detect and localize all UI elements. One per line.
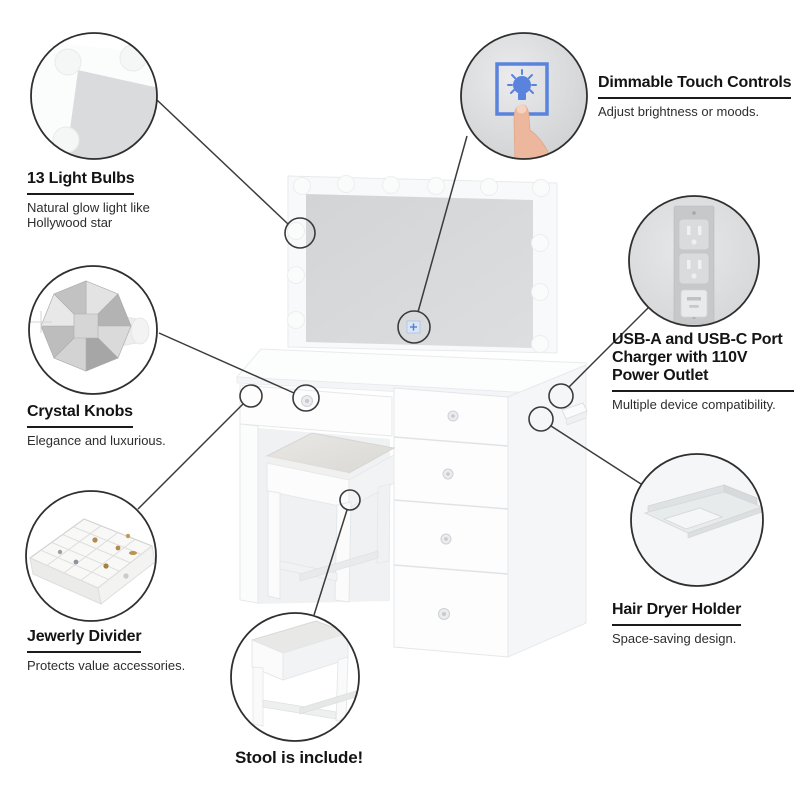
connector-lines bbox=[137, 99, 649, 616]
mirror-light-bulbs bbox=[287, 175, 550, 353]
pointing-finger bbox=[513, 104, 550, 159]
callout-title: Crystal Knobs bbox=[27, 403, 133, 428]
callout-title: 13 Light Bulbs bbox=[27, 170, 135, 195]
target-touch-sensor bbox=[397, 310, 431, 344]
target-circles bbox=[239, 217, 574, 511]
target-jewelry-drawer bbox=[239, 384, 263, 408]
callout-circle-touch-controls bbox=[460, 32, 588, 160]
vanity-stool bbox=[265, 432, 396, 603]
callout-title: Dimmable Touch Controls bbox=[598, 74, 792, 99]
callout-description: Space-saving design. bbox=[612, 630, 737, 646]
bulb-icon bbox=[507, 69, 537, 100]
drawer-crystal-knobs bbox=[438, 410, 459, 620]
vanity-mirror bbox=[287, 175, 558, 354]
callout-description: Elegance and luxurious. bbox=[27, 432, 166, 448]
callout-circle-light-bulbs bbox=[30, 32, 158, 160]
jewelry-items bbox=[57, 533, 137, 569]
mirror-touch-sensor-icon bbox=[406, 320, 421, 334]
callout-text-touch-controls: Dimmable Touch Controls Adjust brightnes… bbox=[598, 74, 798, 119]
target-hair-dryer-holder bbox=[528, 406, 554, 432]
callout-text-stool: Stool is include! bbox=[220, 748, 378, 768]
target-crystal-knob bbox=[292, 384, 320, 412]
callout-title: Hair Dryer Holder bbox=[612, 601, 741, 626]
callout-text-usb-charger: USB-A and USB-C Port Charger with 110V P… bbox=[612, 331, 800, 412]
vanity-desk bbox=[235, 348, 588, 658]
crystal-gem bbox=[40, 280, 132, 372]
target-usb-outlet bbox=[548, 383, 574, 409]
callout-circle-crystal-knob bbox=[28, 265, 158, 395]
callout-description: Multiple device compatibility. bbox=[612, 396, 776, 412]
callout-description: Protects value accessories. bbox=[27, 657, 186, 673]
callout-title: Stool is include! bbox=[235, 748, 363, 767]
callout-text-light-bulbs: 13 Light Bulbs Natural glow light like H… bbox=[27, 170, 167, 231]
callout-description: Adjust brightness or moods. bbox=[598, 103, 760, 119]
callout-text-jewelry-divider: Jewerly Divider Protects value accessori… bbox=[27, 628, 207, 673]
callout-title: Jewerly Divider bbox=[27, 628, 142, 653]
callout-description: Natural glow light like Hollywood star bbox=[27, 199, 150, 231]
power-socket-2 bbox=[678, 252, 710, 285]
callout-circle-jewelry-divider bbox=[25, 490, 157, 622]
power-socket-1 bbox=[678, 218, 710, 251]
callout-title: USB-A and USB-C Port Charger with 110V P… bbox=[612, 331, 794, 392]
target-stool bbox=[339, 489, 361, 511]
callout-text-crystal-knobs: Crystal Knobs Elegance and luxurious. bbox=[27, 403, 187, 448]
side-hair-dryer-holder bbox=[561, 402, 588, 426]
callout-circle-usb-outlet bbox=[628, 195, 760, 327]
callout-text-hair-dryer: Hair Dryer Holder Space-saving design. bbox=[612, 601, 800, 646]
usb-ports bbox=[680, 289, 708, 318]
callout-circle-stool bbox=[230, 612, 360, 742]
callout-circle-hair-dryer-holder bbox=[630, 453, 764, 587]
target-light-bulb bbox=[284, 217, 316, 249]
